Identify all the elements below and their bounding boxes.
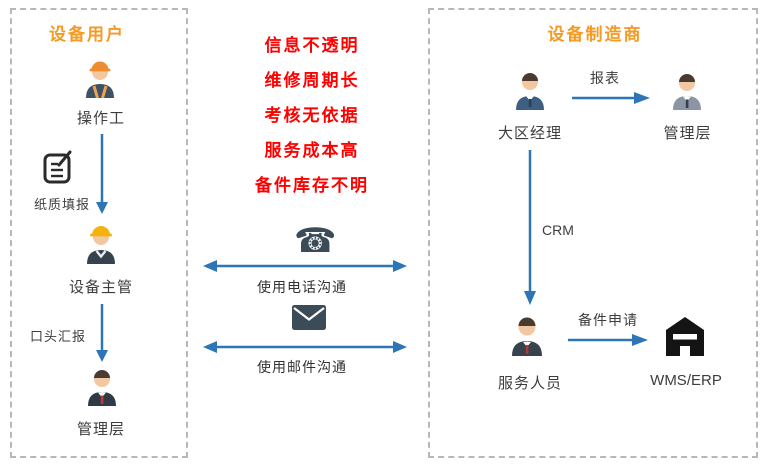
supervisor-to-manager-arrow — [96, 304, 108, 362]
regional-manager-icon — [510, 66, 550, 110]
management-icon — [668, 68, 706, 110]
operator-icon — [80, 56, 120, 98]
management-label: 管理层 — [663, 125, 712, 142]
problem-item: 备件库存不明 — [255, 176, 369, 195]
manager-label: 管理层 — [76, 421, 125, 438]
mail-channel-label: 使用邮件沟通 — [257, 359, 347, 375]
spare-parts-arrow — [568, 334, 648, 346]
mail-channel-arrow — [203, 341, 407, 353]
equipment-user-panel: 设备用户 操作工 纸质填 — [10, 8, 188, 458]
service-staff-icon — [506, 310, 548, 356]
crm-label: CRM — [542, 222, 574, 238]
supervisor-label: 设备主管 — [68, 279, 133, 296]
paper-report-label: 纸质填报 — [33, 197, 90, 212]
phone-channel-arrow — [203, 260, 407, 272]
wms-erp-label: WMS/ERP — [650, 372, 722, 389]
crm-arrow — [524, 150, 536, 305]
supervisor-icon — [80, 220, 122, 264]
manager-icon — [82, 364, 122, 406]
left-panel-title: 设备用户 — [49, 25, 125, 44]
report-arrow — [572, 92, 650, 104]
right-panel-title: 设备制造商 — [547, 25, 643, 44]
problem-item: 维修周期长 — [264, 71, 360, 90]
paper-form-icon — [38, 148, 78, 188]
phone-channel-label: 使用电话沟通 — [257, 279, 347, 295]
mail-icon — [291, 304, 327, 331]
operator-to-supervisor-arrow — [96, 134, 108, 214]
spare-parts-label: 备件申请 — [578, 312, 638, 328]
operator-label: 操作工 — [76, 110, 125, 127]
phone-icon: ☎ — [294, 221, 337, 261]
manufacturer-panel: 设备制造商 大区经理 报表 — [428, 8, 758, 458]
report-label: 报表 — [590, 70, 620, 86]
regional-manager-label: 大区经理 — [497, 125, 562, 142]
problem-item: 考核无依据 — [264, 106, 360, 125]
problem-list: 信息不透明 维修周期长 考核无依据 服务成本高 备件库存不明 — [212, 28, 412, 203]
wms-erp-icon — [664, 314, 706, 356]
problem-item: 服务成本高 — [264, 141, 360, 160]
problem-item: 信息不透明 — [264, 36, 360, 55]
verbal-report-label: 口头汇报 — [29, 329, 86, 344]
service-staff-label: 服务人员 — [497, 375, 562, 392]
